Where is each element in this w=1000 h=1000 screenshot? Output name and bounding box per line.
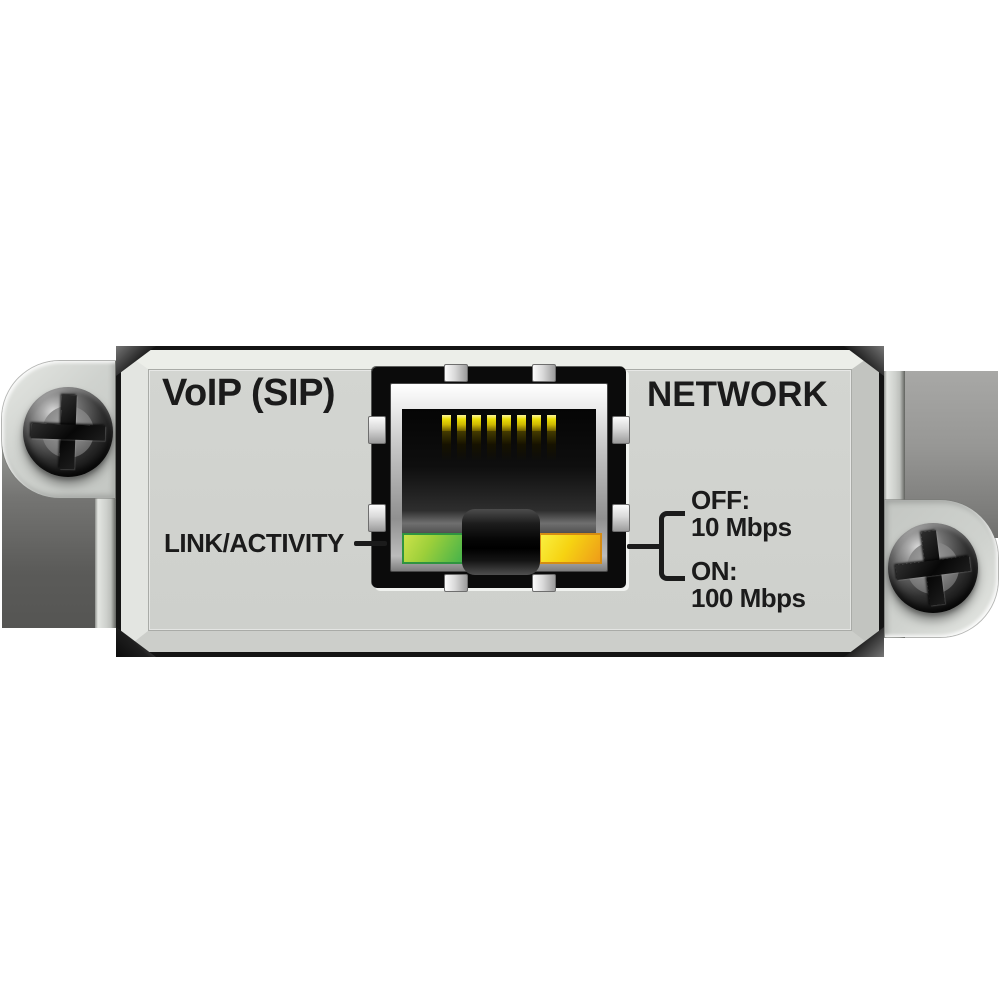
- rj45-pin: [547, 415, 556, 461]
- callout-lead-line: [627, 544, 661, 549]
- shield-tab: [612, 504, 630, 532]
- link-activity-text: LINK/ACTIVITY: [164, 528, 344, 558]
- rj45-pin: [532, 415, 541, 461]
- callout-bracket: [659, 511, 685, 581]
- shield-tab: [532, 574, 556, 592]
- shield-tab: [444, 364, 468, 382]
- rj45-pin: [457, 415, 466, 461]
- callout-on-title: ON:: [691, 556, 738, 586]
- phillips-cross-icon: [883, 518, 983, 618]
- shield-tab: [368, 416, 386, 444]
- shield-tab: [368, 504, 386, 532]
- link-activity-led-green: [402, 533, 468, 564]
- label-dash-line: [353, 540, 387, 546]
- rj45-pin: [502, 415, 511, 461]
- rj45-pins: [402, 415, 596, 461]
- callout-off-title: OFF:: [691, 485, 750, 515]
- network-label: NETWORK: [647, 375, 828, 414]
- phillips-screw-right-icon: [888, 523, 978, 613]
- shield-tab: [444, 574, 468, 592]
- rj45-pin: [442, 415, 451, 461]
- rj45-pin: [517, 415, 526, 461]
- speed-led-amber: [539, 533, 602, 564]
- rj45-pin: [487, 415, 496, 461]
- rj45-latch-clip: [462, 509, 540, 575]
- callout-off-value: 10 Mbps: [691, 512, 792, 542]
- phillips-screw-left-icon: [23, 387, 113, 477]
- shield-tab: [612, 416, 630, 444]
- rj45-pin: [472, 415, 481, 461]
- port-type-label: VoIP (SIP): [162, 372, 336, 414]
- rj45-port: [368, 364, 630, 592]
- callout-on-block: ON: 100 Mbps: [691, 558, 806, 612]
- link-activity-label: LINK/ACTIVITY: [164, 528, 387, 558]
- phillips-cross-icon: [21, 385, 114, 478]
- shield-tab: [532, 364, 556, 382]
- callout-off-block: OFF: 10 Mbps: [691, 487, 792, 541]
- callout-on-value: 100 Mbps: [691, 583, 806, 613]
